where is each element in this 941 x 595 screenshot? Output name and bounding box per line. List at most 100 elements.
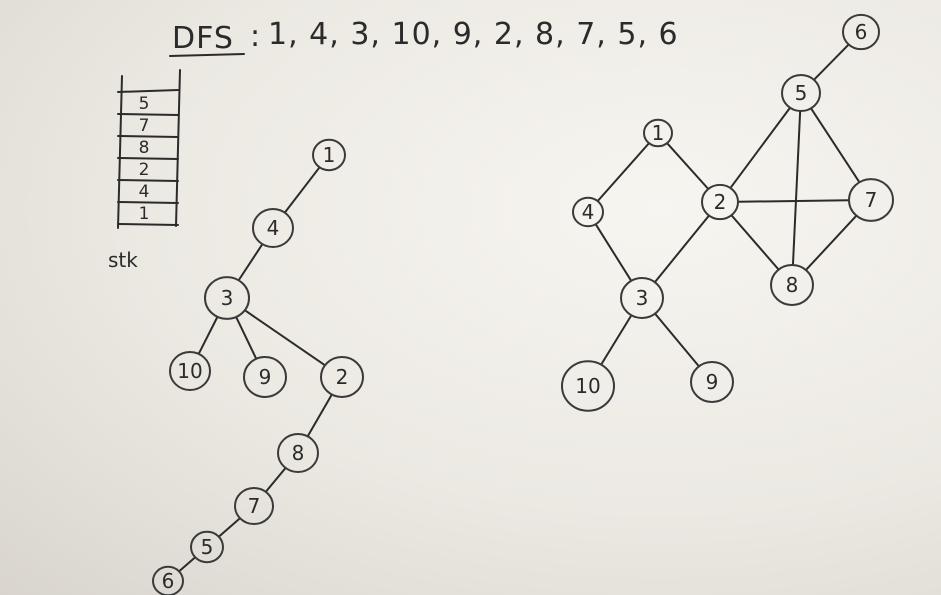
tree-node-2: 2 [320,356,364,398]
graph-node-label: 10 [575,374,600,398]
graph-edge-2-7 [736,199,851,203]
tree-node-label: 8 [292,441,305,465]
graph-node-circle [701,183,739,221]
tree-node-5: 5 [190,530,224,564]
stack-caption: stk [108,248,138,272]
tree-node-circle [320,356,364,398]
graph-node-label: 6 [855,20,868,44]
graph-node-label: 9 [706,370,719,394]
stack-wall-right [175,69,181,227]
tree-node-circle [312,138,346,172]
graph-node-label: 3 [636,286,649,310]
stack-divider [117,135,179,138]
tree-node-label: 6 [162,569,175,593]
graph-node-2: 2 [701,183,739,221]
graph-edge-4-3 [594,223,632,282]
graph-node-label: 7 [865,188,878,212]
tree-node-circle [277,433,319,473]
tree-edge-3-9 [235,316,257,360]
tree-node-6: 6 [152,565,184,595]
graph-edge-1-2 [666,142,709,190]
tree-node-label: 10 [177,359,202,383]
graph-node-circle [561,360,615,412]
graph-node-label: 4 [582,200,595,224]
tree-node-label: 2 [336,365,349,389]
tree-node-4: 4 [252,208,294,248]
stack-divider [117,157,179,160]
tree-node-9: 9 [243,356,287,398]
graph-node-circle [848,178,894,222]
tree-node-label: 4 [267,216,280,240]
stack-item-7: 7 [139,116,150,136]
tree-node-8: 8 [277,433,319,473]
graph-node-circle [643,118,673,148]
graph-node-7: 7 [848,178,894,222]
tree-node-circle [190,530,224,564]
tree-edge-3-10 [198,316,219,355]
graph-node-label: 5 [795,81,808,105]
stack-item-8: 8 [139,138,150,158]
graph-node-circle [781,73,821,113]
tree-node-circle [152,565,184,595]
tree-node-label: 3 [221,286,234,310]
tree-node-3: 3 [204,276,250,320]
dfs-tree-nodes: 1 4 3 10 9 2 8 756 [152,138,364,595]
graph-node-circle [620,277,664,319]
stack-divider [117,179,179,182]
tree-node-1: 1 [312,138,346,172]
tree-edge-5-6 [178,556,196,573]
stack-item-4: 4 [139,182,150,202]
stack-divider [117,223,179,226]
graph-edge-5-6 [813,43,850,81]
stack-item-5: 5 [139,94,150,114]
graph-node-circle [572,196,604,228]
tree-edge-3-2 [244,309,326,367]
tree-node-7: 7 [234,486,274,526]
graph-node-5: 5 [781,73,821,113]
tree-node-10: 10 [169,351,211,391]
stack-top-line [117,89,179,93]
tree-node-circle [204,276,250,320]
dfs-order-sequence: 1, 4, 3, 10, 9, 2, 8, 7, 5, 6 [268,17,679,52]
graph-node-label: 8 [786,273,799,297]
tree-edge-2-8 [307,394,333,437]
graph-node-8: 8 [770,264,814,306]
dfs-underline [169,53,245,57]
graph-node-label: 2 [714,190,727,214]
graph-edges [594,43,860,367]
graph-edge-1-4 [596,142,650,202]
graph-node-circle [842,13,880,51]
tree-edge-4-3 [238,243,264,281]
dfs-tree-edges [178,166,333,573]
graph-node-4: 4 [572,196,604,228]
graph-node-3: 3 [620,277,664,319]
graph-node-6: 6 [842,13,880,51]
graph-edge-3-10 [600,314,633,365]
graph-edge-3-9 [654,313,700,367]
tree-node-circle [243,356,287,398]
stack-item-1: 1 [139,204,150,224]
dfs-label: DFS [172,21,234,56]
graph-edge-2-8 [730,214,780,271]
graph-edge-5-8 [791,110,802,266]
graph-node-circle [770,264,814,306]
stack-divider [117,201,179,204]
stack-wall-left [117,75,123,229]
graph-edge-7-8 [805,215,858,271]
dfs-tree: 1 4 3 10 9 2 8 756 [152,138,364,595]
graph-edge-5-7 [810,107,860,183]
dfs-order-header: DFS : 1, 4, 3, 10, 9, 2, 8, 7, 5, 6 [169,17,679,57]
stack-divider [117,113,179,116]
tree-node-label: 9 [259,365,272,389]
tree-node-circle [234,486,274,526]
stack-item-2: 2 [139,160,150,180]
graph-edge-2-3 [654,214,710,283]
tree-edge-1-4 [284,166,321,214]
tree-edge-8-7 [265,467,287,493]
tree-node-label: 7 [248,494,261,518]
